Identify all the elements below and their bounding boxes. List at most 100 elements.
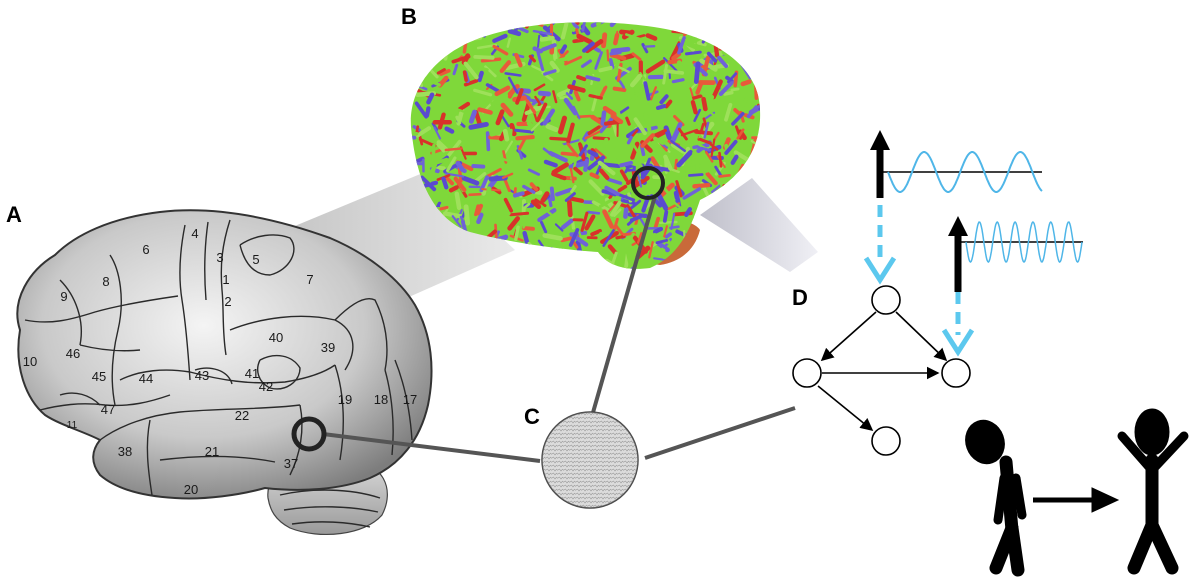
fiber-streak (763, 28, 771, 34)
fiber-streak (663, 272, 679, 273)
stimulation-signals (863, 130, 1083, 357)
fiber-streak (693, 140, 707, 150)
fiber-streak (618, 80, 626, 89)
fiber-streak (629, 73, 643, 88)
fiber-streak (551, 171, 567, 181)
fiber-streak (597, 160, 616, 176)
fiber-streak (463, 204, 471, 226)
fiber-streak (537, 34, 541, 48)
fiber-streak (540, 264, 551, 269)
fiber-streak (438, 44, 456, 54)
fiber-streak (705, 195, 717, 202)
fiber-streak (444, 172, 465, 178)
fiber-streak (509, 211, 530, 217)
fiber-streak (609, 53, 627, 61)
area-label: 1 (222, 272, 229, 287)
fiber-streak (711, 79, 723, 100)
area-label: 37 (284, 456, 298, 471)
fiber-streak (410, 58, 414, 75)
fiber-streak (398, 66, 408, 76)
fiber-streak (500, 102, 514, 117)
fiber-streak (551, 162, 569, 175)
fiber-streak (609, 50, 622, 56)
fiber-streak (567, 22, 580, 30)
area-label: 39 (321, 340, 335, 355)
area-label: 42 (259, 379, 273, 394)
fiber-streak (569, 196, 585, 203)
area-label: 17 (403, 392, 417, 407)
fiber-streak (610, 46, 631, 54)
fiber-streak (410, 152, 415, 166)
fiber-streak (414, 101, 428, 119)
fiber-streak (500, 114, 510, 128)
fiber-streak (588, 93, 603, 100)
fiber-streak (706, 51, 718, 63)
fiber-streak (507, 28, 522, 37)
fiber-streak (579, 138, 591, 152)
fiber-streak (494, 155, 510, 163)
fiber-streak (534, 198, 547, 208)
fiber-streak (502, 128, 510, 142)
fiber-streak (476, 212, 484, 225)
connector-line-b-c (590, 195, 657, 417)
fiber-streak (745, 26, 761, 43)
area-label: 6 (142, 242, 149, 257)
fiber-streak (537, 248, 551, 261)
fiber-streak (702, 117, 708, 129)
fiber-streak (433, 126, 442, 140)
fiber-streak (473, 110, 483, 127)
fiber-streak (559, 44, 568, 54)
brodmann-brain-illustration: 4 6 3 5 1 2 7 8 9 40 39 10 46 45 44 43 4… (16, 209, 433, 536)
fiber-streak (624, 224, 639, 229)
fiber-streak (397, 155, 409, 157)
fiber-streak (590, 228, 602, 237)
fiber-streak (721, 22, 740, 30)
fiber-streak (634, 83, 641, 95)
fiber-streak (604, 185, 620, 196)
fiber-streak (573, 166, 583, 176)
fiber-streak (701, 96, 708, 112)
fiber-streak (570, 22, 580, 25)
fiber-streak (528, 131, 538, 149)
fiber-streak (410, 74, 415, 84)
fiber-streak (543, 159, 558, 168)
graph-node (941, 358, 971, 388)
fiber-streak (420, 175, 437, 192)
fiber-streak (695, 80, 704, 95)
fiber-streak (723, 90, 734, 96)
fiber-streak (731, 111, 745, 126)
fiber-streak (681, 186, 699, 197)
fiber-streak (655, 240, 670, 253)
fiber-streak (694, 268, 703, 269)
fiber-streak (473, 22, 481, 27)
fiber-streak (746, 256, 759, 263)
fiber-streak (489, 261, 498, 269)
fiber-streak (585, 75, 601, 82)
fiber-streak (653, 136, 665, 145)
fiber-streak (637, 174, 643, 188)
fiber-streak (485, 83, 500, 93)
fiber-streak (691, 151, 696, 167)
fiber-streak (630, 141, 640, 160)
fiber-streak (601, 32, 608, 49)
fiber-streak (602, 229, 615, 247)
fiber-streak (645, 33, 658, 41)
fiber-streak (736, 43, 745, 54)
panel-label-a: A (6, 202, 22, 227)
fiber-streak (685, 17, 691, 18)
fiber-streak (507, 83, 520, 97)
fiber-streak (663, 154, 673, 171)
fiber-streak (640, 133, 655, 148)
fiber-streak (513, 22, 519, 35)
fiber-streak (516, 26, 529, 34)
area-label: 46 (66, 346, 80, 361)
fiber-streak (713, 43, 720, 58)
area-label: 38 (118, 444, 132, 459)
fiber-streak (442, 211, 464, 219)
fiber-streak (563, 22, 576, 32)
fiber-streak (437, 112, 446, 130)
fiber-streak (495, 109, 505, 126)
fiber-streak (724, 102, 733, 122)
fiber-streak (525, 99, 537, 114)
fiber-streak (676, 149, 693, 168)
